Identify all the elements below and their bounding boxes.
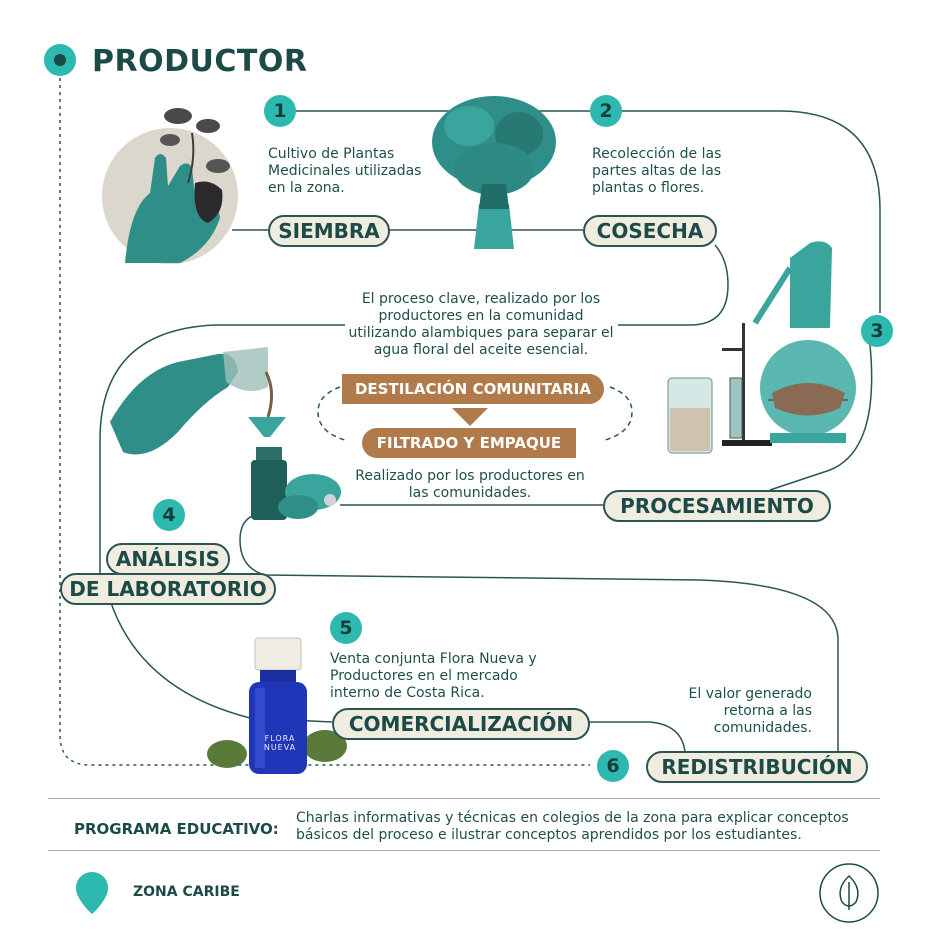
location-pin-icon	[76, 872, 108, 914]
step-siembra-label: SIEMBRA	[268, 215, 390, 247]
pouring-bottle-illustration	[110, 347, 341, 520]
step-6-description: El valor generado retorna a las comunida…	[688, 686, 812, 736]
step-number-6: 6	[597, 750, 629, 782]
step-number-5: 5	[330, 612, 362, 644]
step-analisis-label-line1: ANÁLISIS	[106, 543, 230, 575]
distillation-apparatus-illustration	[667, 241, 856, 454]
leaf-logo-icon	[819, 863, 879, 923]
bottle-label: FLORA NUEVA	[263, 734, 297, 752]
processing-note: Realizado por los productores en las com…	[355, 468, 585, 501]
stage-distillation: DESTILACIÓN COMUNITARIA	[342, 374, 604, 404]
step-cosecha-label: COSECHA	[583, 215, 717, 247]
footer-divider-bottom	[48, 850, 880, 851]
essential-oil-bottle-illustration	[207, 637, 347, 774]
stage-arrow-down-icon	[452, 408, 488, 426]
step-number-3: 3	[861, 315, 893, 347]
step-3-description: El proceso clave, realizado por los prod…	[348, 291, 614, 358]
step-number-2: 2	[590, 95, 622, 127]
stage-filtering: FILTRADO Y EMPAQUE	[362, 428, 576, 458]
step-5-description: Venta conjunta Flora Nueva y Productores…	[330, 651, 537, 701]
region-name: ZONA CARIBE	[133, 884, 240, 900]
program-label: PROGRAMA EDUCATIVO:	[74, 820, 279, 838]
header-bullet-icon	[44, 44, 76, 76]
step-redistribucion-label: REDISTRIBUCIÓN	[646, 751, 868, 783]
footer-divider-top	[48, 798, 880, 799]
step-procesamiento-label: PROCESAMIENTO	[603, 490, 831, 522]
program-text: Charlas informativas y técnicas en coleg…	[296, 810, 849, 843]
page-title: PRODUCTOR	[92, 44, 308, 79]
step-analisis-label-line2: DE LABORATORIO	[60, 573, 276, 605]
step-2-description: Recolección de las partes altas de las p…	[592, 146, 722, 196]
step-1-description: Cultivo de Plantas Medicinales utilizada…	[268, 146, 422, 196]
step-number-1: 1	[264, 95, 296, 127]
step-number-4: 4	[153, 499, 185, 531]
seedling-hand-illustration	[102, 108, 238, 264]
step-comercializacion-label: COMERCIALIZACIÓN	[332, 708, 590, 740]
harvested-plant-illustration	[432, 96, 556, 249]
